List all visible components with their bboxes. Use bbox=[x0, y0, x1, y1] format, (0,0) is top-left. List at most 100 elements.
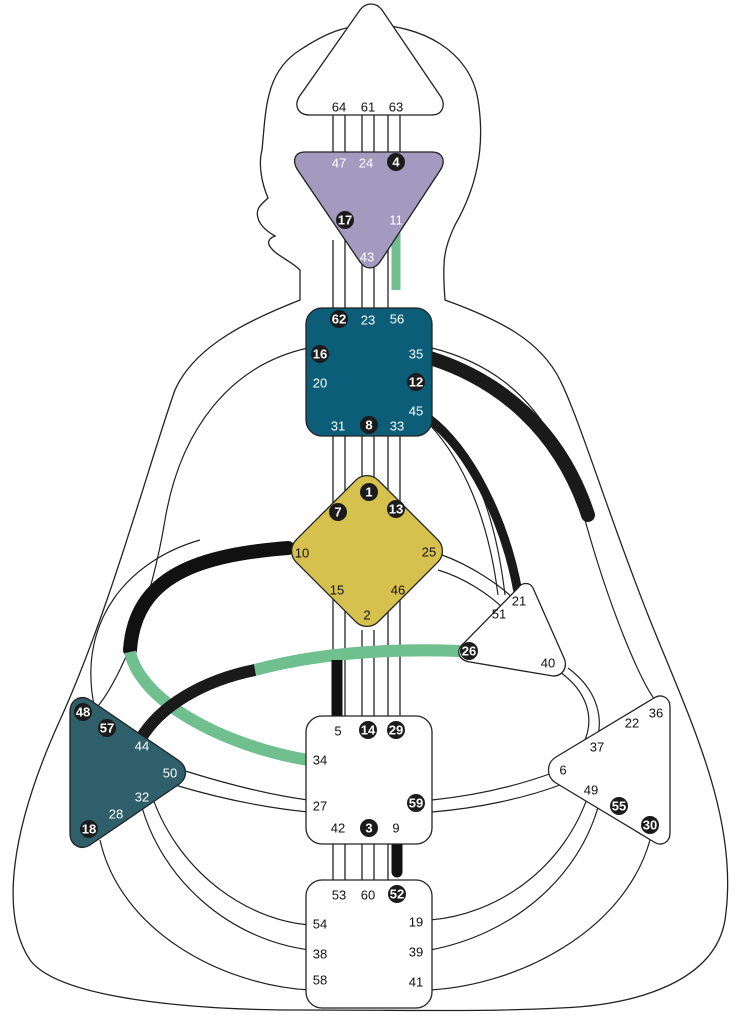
gate-number-30: 30 bbox=[643, 818, 657, 833]
center-root bbox=[305, 879, 433, 1009]
gate-46: 46 bbox=[391, 583, 405, 598]
gate-number-62: 62 bbox=[332, 312, 346, 327]
gate-marker-13 bbox=[387, 500, 405, 518]
gate-42: 42 bbox=[331, 821, 345, 836]
center-ajna bbox=[294, 151, 444, 269]
gate-number-20: 20 bbox=[313, 376, 327, 391]
gate-number-25: 25 bbox=[422, 545, 436, 560]
gate-marker-8 bbox=[360, 416, 378, 434]
gate-44: 44 bbox=[135, 739, 149, 754]
gate-33: 33 bbox=[390, 419, 404, 434]
gate-number-40: 40 bbox=[541, 656, 555, 671]
gate-22: 22 bbox=[625, 716, 639, 731]
link-spleen-sacral-a bbox=[181, 769, 309, 801]
active-channel-45-21 bbox=[425, 414, 523, 593]
gate-number-13: 13 bbox=[389, 502, 403, 517]
gate-number-19: 19 bbox=[409, 915, 423, 930]
gate-number-12: 12 bbox=[409, 375, 423, 390]
gate-8: 8 bbox=[360, 416, 378, 434]
gate-56: 56 bbox=[390, 312, 404, 327]
gate-number-15: 15 bbox=[330, 583, 344, 598]
arc-spleen-throat bbox=[90, 539, 201, 711]
gate-12: 12 bbox=[407, 373, 425, 391]
gate-10: 10 bbox=[295, 546, 309, 561]
gate-number-41: 41 bbox=[409, 975, 423, 990]
gate-3: 3 bbox=[360, 819, 378, 837]
gate-number-14: 14 bbox=[361, 723, 376, 738]
gate-number-16: 16 bbox=[313, 347, 327, 362]
gate-50: 50 bbox=[163, 766, 177, 781]
gate-marker-57 bbox=[98, 719, 116, 737]
gate-number-22: 22 bbox=[625, 716, 639, 731]
gate-marker-29 bbox=[387, 721, 405, 739]
gate-number-29: 29 bbox=[389, 723, 403, 738]
gate-number-18: 18 bbox=[82, 822, 96, 837]
gate-4: 4 bbox=[387, 153, 405, 171]
gate-number-32: 32 bbox=[135, 790, 149, 805]
gate-2: 2 bbox=[363, 608, 370, 623]
gate-18: 18 bbox=[80, 820, 98, 838]
gate-number-44: 44 bbox=[135, 739, 149, 754]
gate-number-5: 5 bbox=[334, 724, 341, 739]
gate-32: 32 bbox=[135, 790, 149, 805]
gate-47: 47 bbox=[332, 156, 346, 171]
gate-5: 5 bbox=[334, 724, 341, 739]
gate-63: 63 bbox=[389, 100, 403, 115]
gate-53: 53 bbox=[332, 888, 346, 903]
gate-number-9: 9 bbox=[392, 821, 399, 836]
gate-number-36: 36 bbox=[649, 706, 663, 721]
gate-number-21: 21 bbox=[512, 594, 526, 609]
link-g-heart-a bbox=[441, 554, 516, 601]
gate-39: 39 bbox=[409, 945, 423, 960]
gate-marker-17 bbox=[336, 211, 354, 229]
gate-number-31: 31 bbox=[331, 419, 345, 434]
gate-number-37: 37 bbox=[590, 740, 604, 755]
gate-number-60: 60 bbox=[361, 888, 375, 903]
gate-number-24: 24 bbox=[359, 156, 373, 171]
gate-49: 49 bbox=[584, 783, 598, 798]
gate-51: 51 bbox=[492, 607, 506, 622]
gate-37: 37 bbox=[590, 740, 604, 755]
gate-marker-1 bbox=[360, 483, 378, 501]
body-silhouette bbox=[12, 24, 729, 1012]
gate-55: 55 bbox=[610, 797, 628, 815]
gate-15: 15 bbox=[330, 583, 344, 598]
gate-20: 20 bbox=[313, 376, 327, 391]
gate-24: 24 bbox=[359, 156, 373, 171]
gate-41: 41 bbox=[409, 975, 423, 990]
gate-number-26: 26 bbox=[462, 644, 476, 659]
inner-arc-left bbox=[94, 347, 309, 711]
gate-number-10: 10 bbox=[295, 546, 309, 561]
gate-58: 58 bbox=[313, 973, 327, 988]
link-heart-sp bbox=[559, 671, 590, 741]
gate-number-47: 47 bbox=[332, 156, 346, 171]
gate-number-7: 7 bbox=[334, 505, 341, 520]
gate-16: 16 bbox=[311, 345, 329, 363]
gate-7: 7 bbox=[329, 503, 347, 521]
gate-23: 23 bbox=[361, 313, 375, 328]
active-channel-10-57-black bbox=[123, 541, 295, 657]
gate-marker-7 bbox=[329, 503, 347, 521]
gate-number-34: 34 bbox=[313, 753, 327, 768]
gate-number-11: 11 bbox=[389, 213, 403, 228]
gate-number-6: 6 bbox=[559, 763, 566, 778]
center-spleen bbox=[69, 697, 187, 848]
gate-number-56: 56 bbox=[390, 312, 404, 327]
gate-40: 40 bbox=[541, 656, 555, 671]
arc-spleen-root-1 bbox=[99, 839, 311, 991]
gate-number-43: 43 bbox=[360, 250, 374, 265]
gate-48: 48 bbox=[74, 703, 92, 721]
gate-57: 57 bbox=[98, 719, 116, 737]
gate-number-17: 17 bbox=[338, 213, 352, 228]
gate-1: 1 bbox=[360, 483, 378, 501]
link-sacral-sp-a bbox=[431, 771, 556, 801]
gate-59: 59 bbox=[407, 794, 425, 812]
gate-marker-16 bbox=[311, 345, 329, 363]
gate-30: 30 bbox=[641, 816, 659, 834]
gate-marker-4 bbox=[387, 153, 405, 171]
gate-number-1: 1 bbox=[365, 485, 372, 500]
active-channel-35-36 bbox=[423, 351, 595, 522]
gate-number-46: 46 bbox=[391, 583, 405, 598]
gate-52: 52 bbox=[388, 885, 406, 903]
